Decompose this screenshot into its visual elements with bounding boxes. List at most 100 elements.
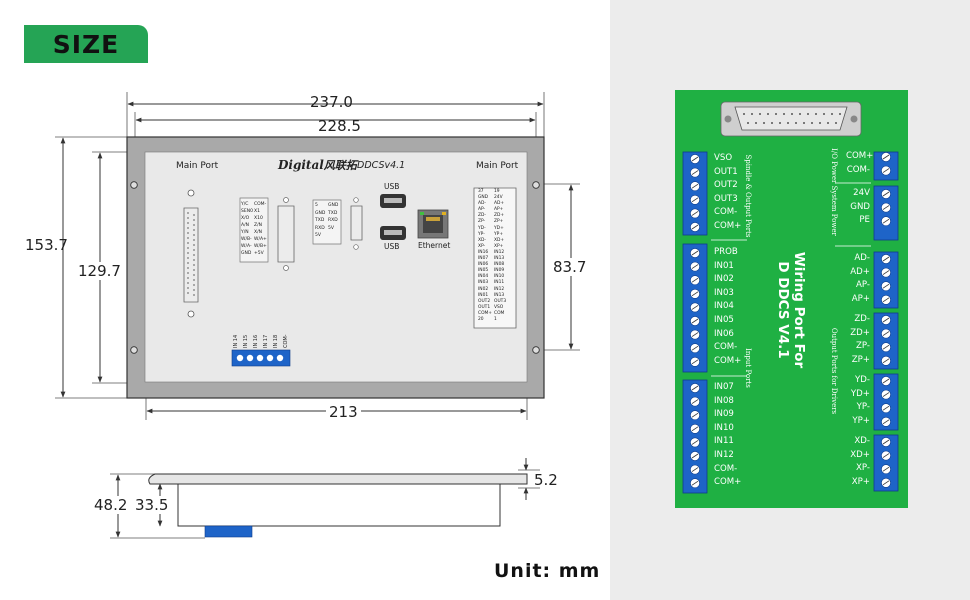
terminal-screw-slot (691, 480, 699, 486)
pcb-pin-label: AD- (854, 253, 870, 263)
panel-brand: Digital风联拓 (278, 157, 357, 173)
pcb-pin-label: VSO (714, 153, 733, 163)
pcb-pin-label: PE (859, 215, 870, 226)
terminal-screw-slot (691, 467, 699, 472)
db37-pin-label: ZD- (478, 213, 486, 219)
pcb-pin-label: IN02 (714, 274, 734, 285)
db9-pin-label: GND (328, 203, 339, 208)
panel-terminal-label: IN 14 (233, 334, 239, 348)
db37-pin-label: XD+ (494, 237, 505, 243)
terminal-screw-slot (882, 419, 890, 425)
pcb-pin-label: COM+ (846, 151, 874, 161)
pcb-pin-label: OUT1 (714, 166, 738, 177)
db9-pin-label: RXD (315, 225, 325, 231)
dim-side-body: 33.5 (135, 496, 169, 514)
terminal-screw-slot (691, 440, 699, 445)
dim-bottom-width: 213 (326, 403, 361, 421)
db37-pin-label: OUT3 (494, 298, 507, 304)
pcb-pin-label: YP+ (852, 415, 870, 426)
pcb-pin-label: PROB (714, 247, 738, 257)
pcb-pin-label: 24V (853, 188, 870, 198)
db9-pin-label: 5 (315, 203, 318, 208)
usb-label-1: USB (384, 182, 400, 191)
db9-pin-label: RXD (328, 218, 338, 224)
db9-connector (350, 205, 363, 241)
pcb-right-group-6: XD-XD+XP-XP+ (846, 435, 870, 489)
main-port-left-label: Main Port (176, 161, 219, 171)
terminal-screw-slot (691, 183, 699, 189)
db25-connector (734, 106, 848, 131)
db37-pin-label: 37 (478, 189, 484, 194)
db37-pin-label: XP- (478, 243, 486, 249)
dimension-drawing (55, 92, 580, 539)
unit-label: Unit: mm (494, 560, 601, 582)
terminal-screw-slot (882, 256, 890, 262)
db15-pin-label: Y/C (241, 202, 249, 207)
pcb-pin-label: IN08 (714, 395, 734, 406)
dim-port-height: 83.7 (553, 258, 587, 276)
pcb-pin-label: IN03 (714, 287, 734, 298)
terminal-screw-slot (691, 170, 699, 175)
terminal-screw-slot (691, 291, 699, 297)
db15-pin-label: Y/N (241, 230, 249, 235)
pcb-pin-label: COM- (846, 164, 870, 175)
panel-terminal-label: IN 18 (273, 334, 279, 348)
db37-pin-label: IN12 (494, 286, 505, 292)
db15-pin-label: GND (241, 251, 252, 256)
db15-pin-label: A/N (241, 223, 249, 228)
spindle-output-title: Spindle & Output Ports (744, 154, 752, 238)
db15-pin-label: W/B- (241, 237, 252, 242)
terminal-screw-slot (691, 345, 699, 351)
pcb-pin-label: IN07 (714, 382, 734, 392)
terminal-screw-slot (882, 453, 890, 458)
db15-pin-label: W/B+ (254, 244, 267, 249)
size-badge (24, 25, 148, 63)
panel-face (144, 151, 528, 383)
db37-pin-label: IN12 (494, 249, 505, 255)
terminal-screw-slot (691, 211, 699, 216)
wiring-pcb (675, 90, 908, 508)
panel-terminal-label: IN 16 (253, 334, 259, 348)
terminal-screw-slot (882, 205, 890, 210)
dim-height-inner: 129.7 (78, 262, 121, 280)
terminal-screw-slot (882, 466, 890, 472)
terminal-screw-slot (691, 453, 699, 459)
db15-connector (277, 205, 295, 263)
side-terminal (204, 525, 253, 538)
usb-label-2: USB (384, 242, 400, 251)
db37-pin-label: YP+ (494, 231, 504, 237)
terminal-screw-slot (691, 264, 699, 269)
pcb-right-group-1: COM+ COM- (846, 150, 874, 177)
pcb-pin-label: OUT3 (714, 193, 738, 204)
terminal-screw-slot (691, 359, 699, 365)
ethernet-label: Ethernet (418, 241, 451, 250)
terminal-screw-slot (882, 439, 890, 445)
db37-pin-label: ZD+ (494, 213, 505, 219)
pcb-pin-label: COM- (714, 463, 738, 474)
db37-pin-label: COM+ (478, 310, 492, 316)
terminal-screw-slot (882, 358, 890, 364)
terminal-screw-slot (882, 480, 890, 486)
pcb-pin-label: COM+ (714, 477, 742, 488)
pcb-pin-label: IN06 (714, 328, 734, 339)
terminal-screw-slot (691, 156, 699, 162)
db15-pin-label: +5V (254, 251, 264, 256)
db37-pin-label: YD+ (494, 225, 504, 231)
db37-pin-label: YP- (478, 231, 485, 237)
db37-pin-label: GND (478, 195, 489, 201)
db37-pin-label: IN07 (478, 256, 489, 262)
db37-pin-label: IN02 (478, 286, 489, 292)
pcb-pin-label: COM- (714, 207, 738, 218)
pcb-pin-label: ZP+ (851, 354, 870, 365)
panel-terminal-label: IN 17 (263, 334, 269, 348)
db37-pin-label: IN05 (478, 268, 489, 274)
db15-pin-label: X1 (254, 209, 260, 214)
terminal-screw-slot (882, 405, 890, 411)
db9-pin-label: 5V (328, 225, 334, 231)
db37-left-connector (183, 207, 199, 303)
